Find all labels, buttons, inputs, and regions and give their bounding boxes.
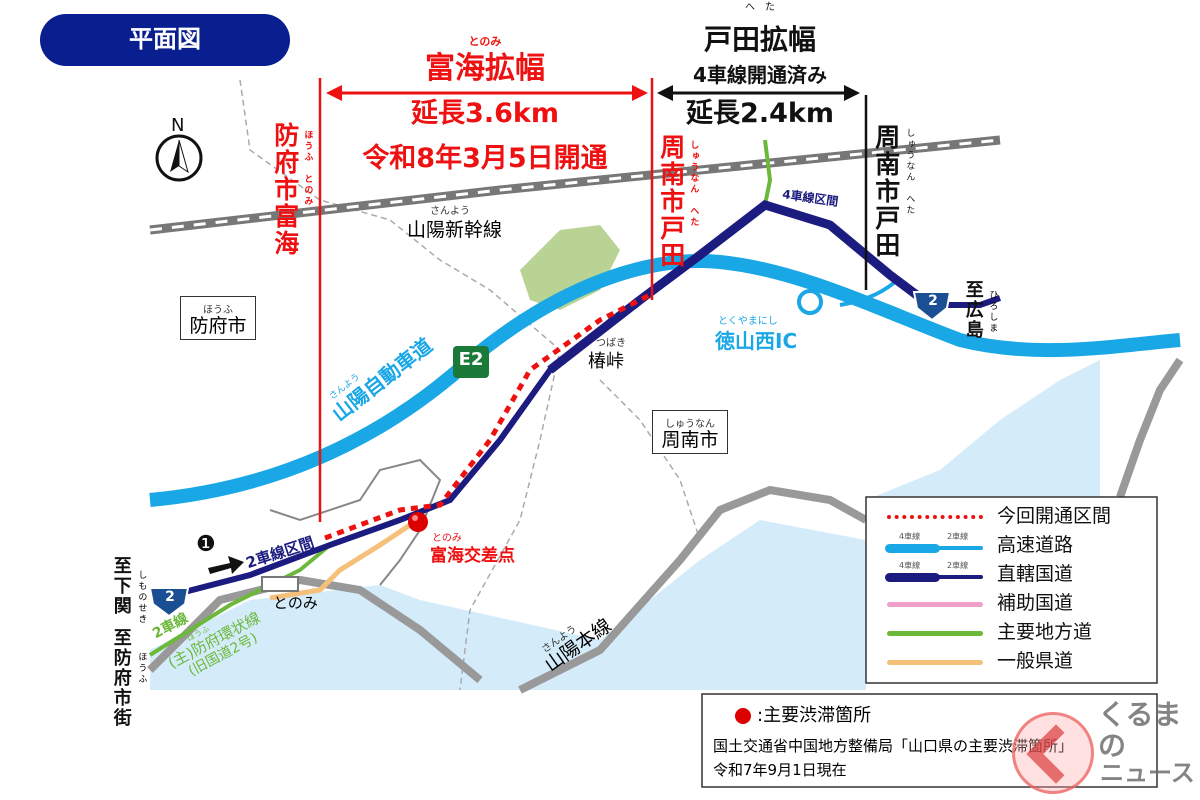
boundary-label-middle: 周南市戸田 — [656, 134, 686, 269]
shinkansen-label: 山陽新幹線 — [407, 219, 503, 241]
hofu-ruby: ほうふ — [203, 305, 233, 317]
hofu-city-box: ほうふ 防府市 — [180, 296, 256, 340]
interchange-icon — [797, 289, 823, 315]
watermark-logo — [1012, 712, 1094, 794]
sea-east — [866, 360, 1100, 500]
shinkansen-ruby: さんよう — [430, 206, 470, 217]
watermark-text: ニュース — [1100, 759, 1195, 787]
to-hofu-town-label: 至防府市街 — [110, 628, 132, 728]
heta-length: 延長2.4km — [686, 98, 834, 129]
note-marker-label: :主要渋滞箇所 — [757, 705, 872, 726]
jam-ruby: とのみ — [432, 533, 462, 544]
plan-view-badge: 平面図 — [40, 14, 290, 66]
tonomi-intersection-label: 富海交差点 — [430, 546, 515, 566]
heta-widening-title: 戸田拡幅 — [703, 23, 816, 56]
general-prefectural-road — [269, 522, 412, 601]
legend-item-main-local: 主要地方道 — [885, 618, 1111, 647]
hofu-city-label: 防府市 — [189, 315, 247, 338]
congestion-point-icon — [735, 708, 751, 725]
direction-arrow-icon — [208, 556, 244, 574]
tonomi-station-label: とのみ — [273, 594, 318, 612]
congestion-point-icon — [408, 512, 428, 532]
boundary-label-left: 防府市富海 — [270, 122, 300, 257]
shimonoseki-ruby: しものせき — [136, 570, 147, 625]
route-2-number: 2 — [165, 589, 175, 605]
e2-label: E2 — [458, 349, 484, 370]
hiroshima-ruby: ひろしま — [987, 290, 998, 334]
route-2-shield-icon — [148, 587, 190, 618]
new-opening-section — [324, 292, 652, 541]
tomi-length: 延長3.6km — [411, 98, 559, 129]
tonomi-station — [261, 576, 299, 592]
route-2-shield-icon — [912, 291, 952, 322]
shunan-ruby: しゅうなん — [665, 419, 715, 431]
note-date: 令和7年9月1日現在 — [713, 761, 847, 779]
legend-item-aux-national: 補助国道 — [885, 589, 1111, 618]
heta-status: 4車線開通済み — [693, 63, 827, 87]
boundary-ruby-left: ほうふ とのみ — [302, 130, 313, 207]
shunan-city-box: しゅうなん 周南市 — [652, 410, 728, 454]
ic-ruby: とくやまにし — [718, 316, 778, 327]
tomi-ruby: とのみ — [468, 35, 502, 48]
boundary-ruby-right: しゅうなん へた — [904, 128, 915, 216]
tsubaki-pass-label: 椿峠 — [588, 351, 624, 372]
to-shimonoseki-label: 至下関 — [110, 556, 132, 616]
sanyo-main-line — [518, 357, 1184, 694]
sea — [150, 520, 866, 690]
legend-item-new-section: 今回開通区間 — [885, 502, 1111, 531]
route-2-number: 2 — [928, 293, 938, 309]
marker-one-label: ❶ — [196, 532, 216, 557]
boundary-line — [239, 79, 561, 691]
tokuyama-nishi-ic-label: 徳山西IC — [715, 329, 798, 353]
tsubaki-ruby: つばき — [596, 338, 626, 349]
note-marker-row: :主要渋滞箇所 — [735, 705, 872, 727]
hofu-town-ruby: ほうふ — [136, 652, 147, 685]
prefectural-main-road — [763, 139, 773, 206]
e2-badge — [453, 346, 489, 378]
legend-item-prefectural: 一般県道 — [885, 647, 1111, 676]
compass-north-label: N — [171, 115, 185, 136]
heta-ruby: へ た — [745, 2, 775, 13]
to-hiroshima-label: 至広島 — [962, 280, 984, 340]
note-source: 国土交通省中国地方整備局「山口県の主要渋滞箇所」 — [713, 737, 1074, 755]
boundary-line — [599, 379, 701, 541]
boundary-ruby-middle: しゅうなん へた — [688, 140, 699, 228]
tomi-widening-title: 富海拡幅 — [425, 51, 545, 86]
sanyo-main-line — [147, 575, 483, 684]
ic-ramp — [839, 280, 897, 307]
boundary-label-right: 周南市戸田 — [871, 124, 901, 259]
watermark-text: くるまの — [1098, 698, 1182, 762]
shunan-city-label: 周南市 — [661, 429, 719, 452]
tomi-opening-date: 令和8年3月5日開通 — [362, 143, 608, 174]
legend-box — [865, 496, 1158, 684]
